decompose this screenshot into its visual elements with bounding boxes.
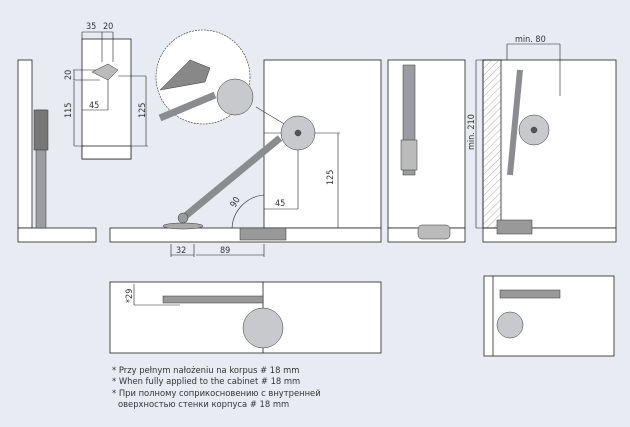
dim-20-top: 20	[103, 22, 113, 32]
dim-125-plate: 125	[138, 103, 148, 118]
dim-angle-90: 90	[229, 196, 243, 210]
dim-29: *29	[125, 289, 135, 303]
dim-115: 115	[64, 103, 74, 118]
dim-min-210: min. 210	[467, 114, 477, 150]
drill-template-panel	[81, 38, 132, 160]
dim-45-plate: 45	[89, 101, 99, 111]
dim-32: 32	[176, 246, 186, 256]
dim-min-80: min. 80	[515, 35, 546, 45]
footnote-pl: * Przy pełnym nałożeniu na korpus # 18 m…	[112, 365, 300, 375]
footnote-en: * When fully applied to the cabinet # 18…	[112, 376, 301, 387]
dim-89: 89	[220, 246, 230, 256]
dim-125: 125	[326, 170, 336, 185]
bottom-panel-left	[17, 227, 97, 243]
lid-stay-mechanism	[33, 59, 561, 349]
footnotes: * Przy pełnym nałożeniu na korpus # 18 m…	[112, 365, 348, 410]
dim-45: 45	[275, 199, 285, 209]
footnote-ru: * При полному соприкосновению с внутренн…	[112, 387, 321, 409]
dim-35: 35	[86, 22, 96, 32]
dim-20-side: 20	[64, 70, 74, 80]
side-panel-left	[17, 59, 33, 229]
door-panel	[263, 59, 382, 229]
top-view-panel	[109, 281, 382, 354]
